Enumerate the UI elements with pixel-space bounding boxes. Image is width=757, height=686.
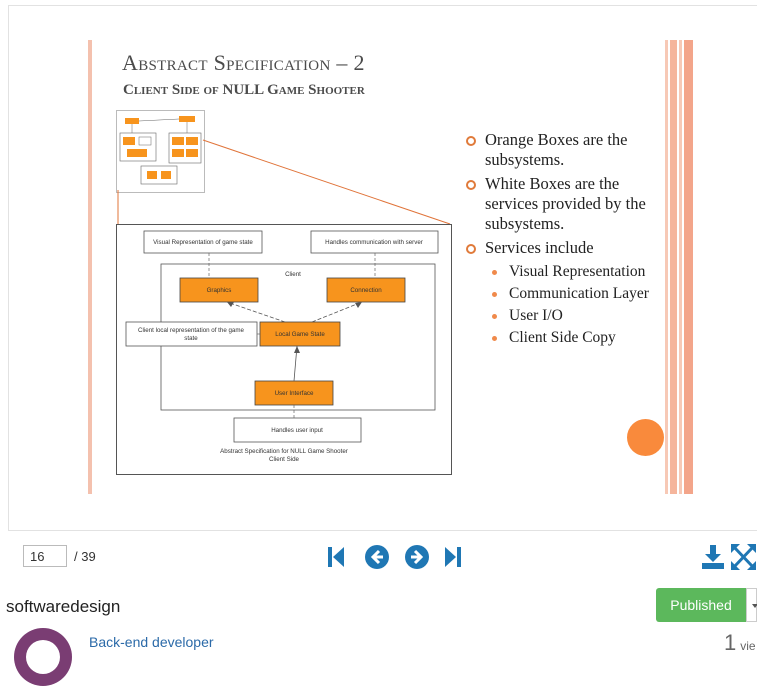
- caption-line-2: Client Side: [269, 456, 299, 463]
- bullet-dot-icon: [492, 314, 497, 319]
- download-icon[interactable]: [700, 543, 726, 571]
- zoom-lines: [117, 139, 451, 225]
- slide-left-border: [88, 40, 92, 494]
- slide-title: Abstract Specification – 2: [122, 50, 365, 75]
- decorative-circle: [627, 419, 664, 456]
- first-page-icon[interactable]: [326, 544, 346, 570]
- published-dropdown-caret[interactable]: [746, 588, 757, 622]
- caption-line-1: Abstract Specification for NULL Game Sho…: [220, 448, 348, 455]
- box-graphics: Graphics: [207, 287, 232, 294]
- box-connection: Connection: [350, 287, 382, 294]
- slide-subtitle: Client Side of NULL Game Shooter: [123, 82, 365, 98]
- diagram-thumbnail: [116, 110, 205, 193]
- author-role-link[interactable]: Back-end developer: [89, 634, 214, 650]
- document-title: softwaredesign: [6, 597, 121, 616]
- label-handles-comm: Handles communication with server: [325, 239, 423, 246]
- slide-bullets: Orange Boxes are the subsystems. White B…: [463, 130, 663, 350]
- viewer-toolbar: 16 / 39: [8, 534, 757, 580]
- box-user-interface: User Interface: [275, 390, 314, 397]
- label-client: Client: [285, 271, 301, 278]
- prev-page-icon[interactable]: [364, 544, 390, 570]
- label-visual-rep: Visual Representation of game state: [153, 239, 253, 246]
- bullet-dot-icon: [492, 336, 497, 341]
- bullet-item: Orange Boxes are the subsystems.: [463, 130, 663, 170]
- bullet-dot-icon: [492, 270, 497, 275]
- label-handles-input: Handles user input: [271, 427, 323, 434]
- sub-bullet-item: User I/O: [463, 306, 663, 325]
- published-button[interactable]: Published: [656, 588, 746, 622]
- label-local-rep-1: Client local representation of the game: [138, 327, 244, 334]
- bullet-ring-icon: [466, 244, 476, 254]
- last-page-icon[interactable]: [443, 544, 463, 570]
- sub-bullet-item: Client Side Copy: [463, 328, 663, 347]
- bullet-item: White Boxes are the services provided by…: [463, 174, 663, 234]
- fullscreen-icon[interactable]: [730, 543, 757, 571]
- bullet-ring-icon: [466, 180, 476, 190]
- bullet-item: Services include: [463, 238, 663, 258]
- box-local-game-state: Local Game State: [275, 331, 325, 338]
- client-diagram: Visual Representation of game state Hand…: [116, 224, 452, 475]
- page-total: / 39: [74, 549, 96, 564]
- label-local-rep-2: state: [184, 335, 198, 342]
- page-number-input[interactable]: 16: [23, 545, 67, 567]
- next-page-icon[interactable]: [404, 544, 430, 570]
- slide-right-stripes: [665, 40, 693, 494]
- avatar[interactable]: [14, 628, 72, 686]
- bullet-ring-icon: [466, 136, 476, 146]
- sub-bullet-item: Visual Representation: [463, 262, 663, 281]
- bullet-dot-icon: [492, 292, 497, 297]
- sub-bullet-item: Communication Layer: [463, 284, 663, 303]
